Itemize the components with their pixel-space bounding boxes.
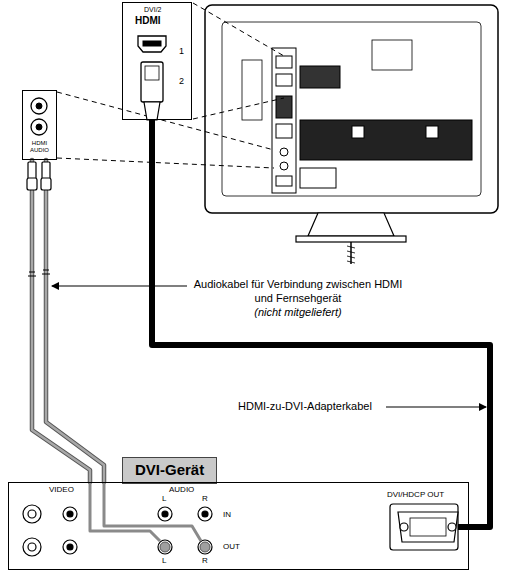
callout-label: Audiokabel für Verbindung zwischen HDMI … bbox=[190, 278, 406, 306]
node-text: L bbox=[162, 557, 166, 565]
node-text: L bbox=[162, 495, 166, 503]
callout-label: (nicht mitgeliefert) bbox=[190, 306, 406, 320]
audio-cable-inside bbox=[90, 482, 201, 541]
node-text: DVI/HDCP OUT bbox=[387, 491, 444, 499]
node-text: 2 bbox=[179, 77, 184, 86]
tv-back bbox=[205, 5, 498, 264]
node-text: DVI-Gerät bbox=[135, 461, 204, 478]
node-text: DVI/2 bbox=[144, 6, 162, 13]
hdmi-port bbox=[138, 36, 166, 120]
audio-cable bbox=[32, 160, 104, 482]
audio-jacks bbox=[31, 98, 47, 135]
node-text: R bbox=[202, 557, 208, 565]
dvi-device: VIDEOAUDIOLRINOUTLRDVI/HDCP OUT bbox=[8, 482, 469, 570]
callout-label: HDMI-zu-DVI-Adapterkabel bbox=[236, 400, 374, 414]
node-text: VIDEO bbox=[49, 486, 74, 494]
rca-plugs bbox=[27, 162, 51, 276]
node-text: 1 bbox=[179, 47, 184, 56]
dvi-port bbox=[390, 504, 469, 550]
cable-stroke bbox=[46, 160, 104, 482]
cable-stroke bbox=[46, 160, 104, 482]
node-text: HDMI AUDIO bbox=[25, 140, 54, 153]
zoom-lines bbox=[57, 3, 284, 168]
node-text: AUDIO bbox=[169, 486, 194, 494]
node-text: OUT bbox=[223, 543, 240, 551]
hdmi-inset: DVI/2HDMI 1 2 bbox=[122, 2, 192, 120]
device-tag: DVI-Gerät bbox=[122, 457, 217, 484]
audio-inset: HDMI AUDIO bbox=[22, 90, 57, 160]
node-text: HDMI bbox=[135, 16, 161, 26]
node-text: IN bbox=[223, 511, 231, 519]
rca-plugs-in-jacks bbox=[160, 542, 210, 552]
node-text: R bbox=[202, 495, 208, 503]
